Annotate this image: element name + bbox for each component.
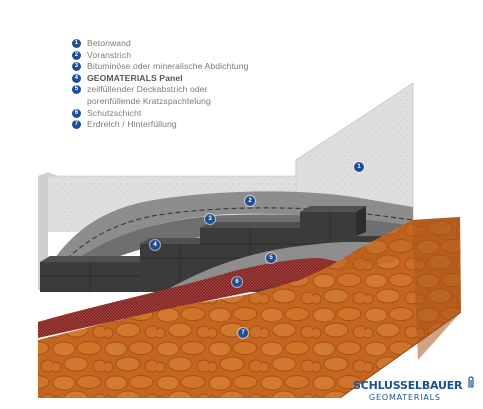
legend-item: 4 GEOMATERIALS Panel xyxy=(72,73,332,85)
legend-number-badge: 5 xyxy=(72,85,81,95)
legend-number-badge: 4 xyxy=(72,73,81,83)
legend-item-text: Voranstrich xyxy=(87,49,132,60)
legend-item-text: porenfüllende Kratzspachtelung xyxy=(87,95,211,106)
legend-item-text: zeilfüllender Deckabstrich oder xyxy=(87,84,208,95)
legend-item: 5 zeilfüllender Deckabstrich oder xyxy=(72,84,332,96)
legend-item: 3 Bituminöse oder mineralische Abdichtun… xyxy=(72,61,332,73)
legend-item-text: Betonwand xyxy=(87,38,131,48)
protection-layer xyxy=(38,258,340,338)
brand-name: SCHLUSSELBAUER xyxy=(353,379,463,392)
marker-panel: 4 xyxy=(150,240,160,250)
marker-primer: 2 xyxy=(245,196,255,206)
legend-item: 2 Voranstrich xyxy=(72,50,332,62)
legend-item-text: GEOMATERIALS Panel xyxy=(87,72,183,83)
legend: 1 Betonwand 2 Voranstrich 3 Bituminöse o… xyxy=(72,38,332,131)
legend-item: 1 Betonwand xyxy=(72,38,332,50)
marker-filler-coat: 5 xyxy=(266,253,276,263)
legend-number-badge: 2 xyxy=(72,50,81,60)
legend-number-badge: 7 xyxy=(72,120,81,130)
legend-item: 7 Erdreich / Hinterfüllung xyxy=(72,119,332,131)
brand-subtitle: GEOMATERIALS xyxy=(369,393,441,402)
legend-number-badge: 1 xyxy=(72,39,81,48)
paperclip-icon xyxy=(468,376,474,388)
legend-item-text: Erdreich / Hinterfüllung xyxy=(87,119,177,130)
legend-number-badge: 3 xyxy=(72,62,81,72)
soil-backfill xyxy=(38,217,462,399)
marker-sealing: 3 xyxy=(205,214,215,224)
legend-number-badge: 6 xyxy=(72,108,81,118)
marker-protection: 6 xyxy=(232,277,242,287)
legend-item-continuation: porenfüllende Kratzspachtelung xyxy=(72,96,332,108)
marker-soil: 7 xyxy=(238,328,248,338)
brand-logo: SCHLUSSELBAUER GEOMATERIALS xyxy=(353,376,477,402)
legend-item: 6 Schutzschicht xyxy=(72,108,332,120)
marker-concrete-wall: 1 xyxy=(354,162,364,172)
legend-item-text: Schutzschicht xyxy=(87,107,142,118)
legend-item-text: Bituminöse oder mineralische Abdichtung xyxy=(87,61,249,72)
